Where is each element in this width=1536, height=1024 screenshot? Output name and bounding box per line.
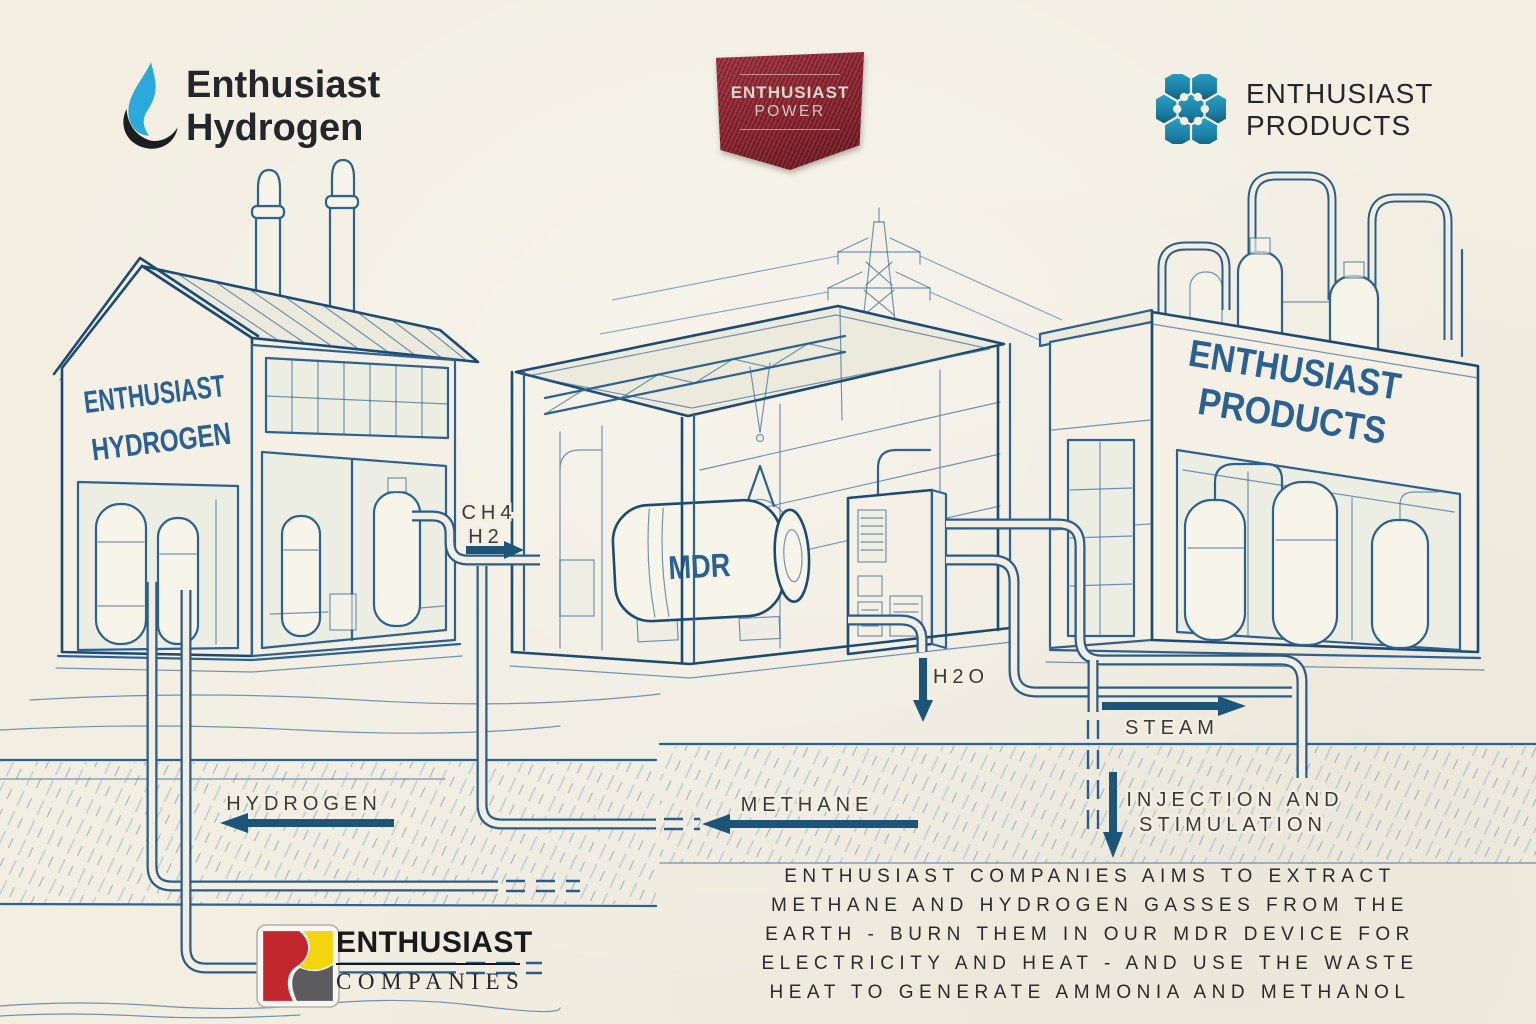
badge-ribbon-shape xyxy=(716,52,864,170)
label-injection-line2: STIMULATION xyxy=(1139,814,1327,836)
mdr-label: MDR xyxy=(667,546,731,586)
label-h2o: H2O xyxy=(933,666,989,688)
companies-logo-line2: COMPANIES xyxy=(336,969,526,994)
products-logo-line2: PRODUCTS xyxy=(1246,110,1412,141)
mission-caption: ENTHUSIAST COMPANIES AIMS TO EXTRACT MET… xyxy=(652,862,1528,1007)
companies-logo-icon xyxy=(256,924,340,1008)
chimney-stacks xyxy=(250,158,360,334)
companies-logo-text: ENTHUSIAST COMPANIES xyxy=(336,926,533,995)
mdr-roof xyxy=(514,304,1006,418)
flow-steam: STEAM xyxy=(1102,696,1246,742)
hydrogen-gable-bay xyxy=(76,480,240,652)
companies-logo-line1: ENTHUSIAST xyxy=(336,926,533,959)
flow-ch4-h2: CH4 H2 xyxy=(459,500,524,559)
label-steam: STEAM xyxy=(1125,717,1219,739)
products-logo-icon xyxy=(1156,74,1226,144)
power-badge-line1: ENTHUSIAST xyxy=(730,83,850,102)
hydrogen-logo-text: Enthusiast Hydrogen xyxy=(186,64,380,150)
products-building: ENTHUSIAST PRODUCTS xyxy=(1038,308,1485,671)
logo-red-shape xyxy=(263,931,309,1001)
hydrogen-logo-line2: Hydrogen xyxy=(186,107,364,149)
caption-line-3: EARTH - BURN THEM IN OUR MDR DEVICE FOR xyxy=(765,924,1415,945)
shed-floor xyxy=(509,626,1013,679)
transmission-tower xyxy=(599,207,1063,349)
caption-line-1: ENTHUSIAST COMPANIES AIMS TO EXTRACT xyxy=(784,866,1396,887)
hydrogen-logo-icon xyxy=(123,62,178,149)
badge-rule-top xyxy=(740,74,840,75)
hydrogen-side-bay xyxy=(260,450,448,650)
companies-logo-rule xyxy=(336,963,520,965)
power-badge-line2: POWER xyxy=(754,103,826,120)
flame-icon xyxy=(128,62,156,136)
control-cabinet xyxy=(846,448,948,656)
label-injection-line1: INJECTION AND xyxy=(1126,789,1343,811)
mdr-shed: MDR xyxy=(509,304,1013,679)
products-logo-text: ENTHUSIAST PRODUCTS xyxy=(1246,78,1433,142)
flow-annotations: CH4 H2 H2O STEAM HYDROGEN METHANE xyxy=(220,500,1343,858)
flow-h2o: H2O xyxy=(913,658,989,722)
label-ch4: CH4 xyxy=(461,502,516,524)
products-logo-line1: ENTHUSIAST xyxy=(1246,78,1434,109)
flow-methane: METHANE xyxy=(702,792,918,834)
hydrogen-building: ENTHUSIAST HYDROGEN xyxy=(52,158,480,673)
products-open-bay xyxy=(1175,448,1462,652)
label-methane: METHANE xyxy=(741,794,874,816)
power-lines xyxy=(599,255,1063,349)
label-hydrogen: HYDROGEN xyxy=(226,793,382,815)
pump-unit xyxy=(559,559,595,617)
caption-line-5: HEAT TO GENERATE AMMONIA AND METHANOL xyxy=(769,982,1411,1003)
roof-truss xyxy=(543,334,847,416)
flow-injection: INJECTION AND STIMULATION xyxy=(1103,772,1343,858)
swoosh-icon xyxy=(123,109,178,149)
label-h2: H2 xyxy=(468,526,504,548)
window-band xyxy=(264,356,450,440)
logo-gray-shape xyxy=(292,964,333,1001)
logo-yellow-shape xyxy=(299,931,333,970)
power-badge: ENTHUSIAST POWER xyxy=(716,52,864,170)
mdr-vessel: MDR xyxy=(611,498,811,643)
caption-line-4: ELECTRICITY AND HEAT - AND USE THE WASTE xyxy=(761,953,1419,974)
pipes xyxy=(146,510,1308,975)
caption-line-2: METHANE AND HYDROGEN GASSES FROM THE xyxy=(771,895,1409,916)
flow-hydrogen: HYDROGEN xyxy=(220,791,394,833)
badge-rule-bottom xyxy=(740,129,840,130)
roof-seams xyxy=(177,273,468,362)
hydrogen-logo-line1: Enthusiast xyxy=(186,64,381,106)
